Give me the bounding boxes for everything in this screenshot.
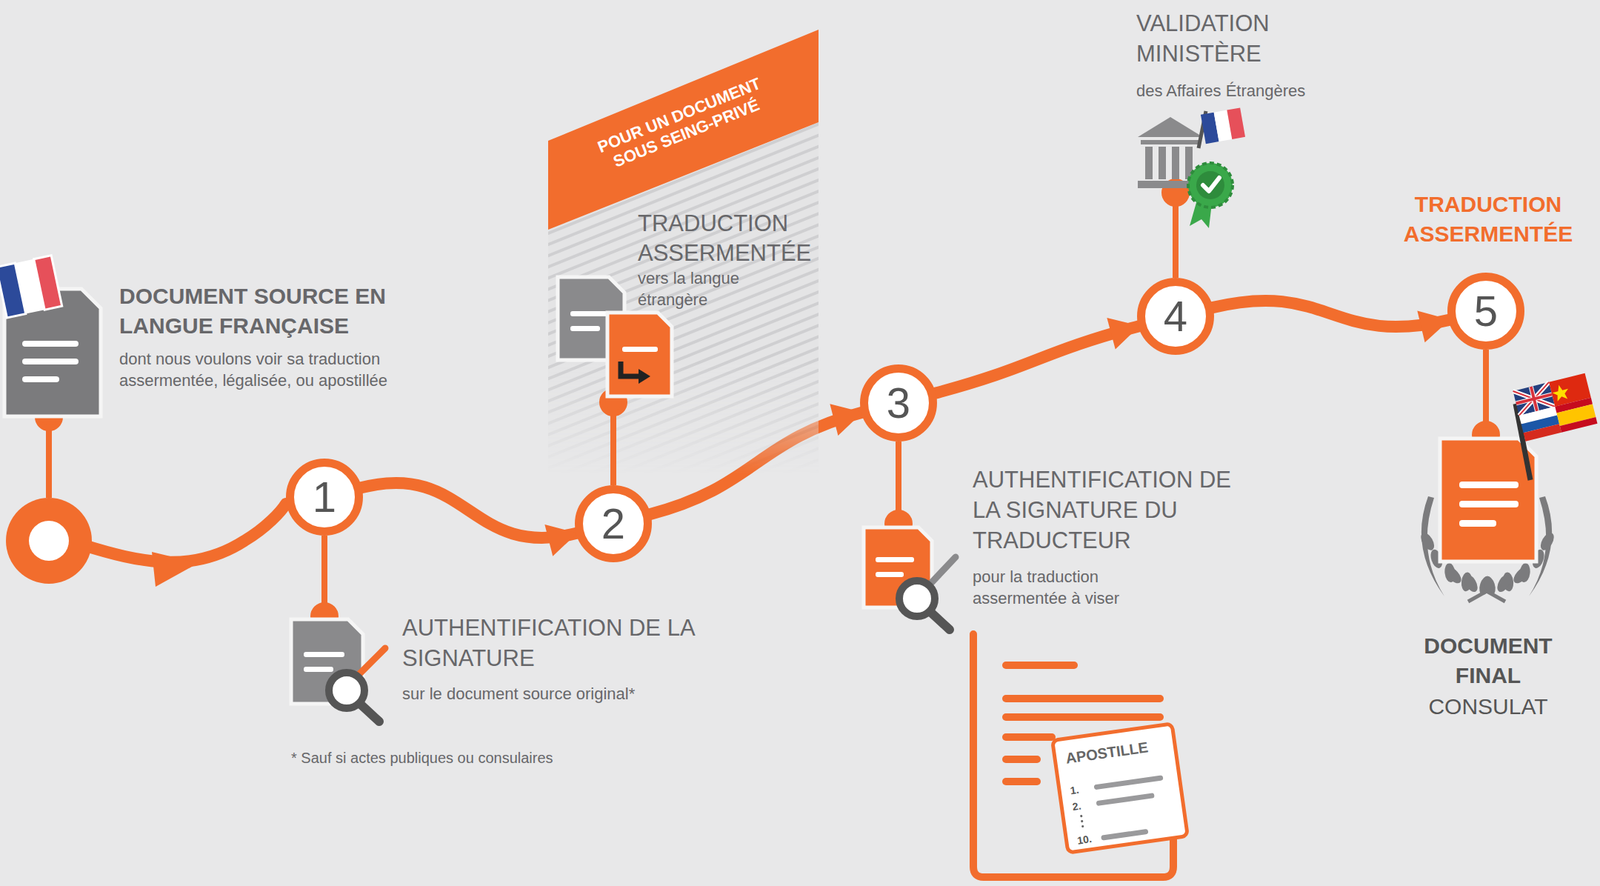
source-document-icon [0, 255, 101, 417]
apostille-card: APOSTILLE 1. 2. 10. [1050, 721, 1190, 855]
final-document-icon [1418, 373, 1598, 602]
step-number: 2 [582, 493, 644, 555]
heading-label: DOCUMENT SOURCE EN LANGUE FRANÇAISE [119, 281, 475, 340]
laurel-leaf [1511, 564, 1532, 586]
laurel-leaf [1461, 571, 1480, 595]
body-label: pour la traduction assermentée à viser [972, 565, 1166, 609]
translator-signature-icon [863, 527, 956, 630]
heading-label: DOCUMENT FINAL [1399, 631, 1578, 690]
step-number: 5 [1455, 280, 1517, 342]
flow-connector [934, 317, 1140, 394]
card-dot [1080, 820, 1084, 823]
banner-fill [548, 29, 819, 230]
card-number: 10. [1076, 832, 1093, 848]
result-label: TRADUCTION ASSERMENTÉE [1384, 189, 1592, 249]
body-label: sur le document source original* [402, 682, 743, 705]
laurel-leaf [1494, 571, 1514, 595]
laurel-leaf [1418, 530, 1438, 553]
flow-connector [360, 482, 578, 557]
step-circle: 5 [1447, 272, 1525, 350]
body-label: dont nous voulons voir sa traduction ass… [119, 348, 431, 392]
laurel-leaf [1443, 564, 1465, 586]
card-dot [1081, 825, 1085, 829]
connector-line [934, 325, 1140, 394]
step-number: 3 [868, 372, 929, 434]
body-label: CONSULAT [1399, 691, 1578, 722]
arrowhead [1417, 310, 1450, 343]
footnote-label: * Sauf si actes publiques ou consulaires [291, 748, 662, 768]
apostille-document [973, 634, 1174, 878]
band-heading: TRADUCTION ASSERMENTÉE [637, 208, 816, 269]
card-bar [1099, 795, 1152, 803]
orange-banner: POUR UN DOCUMENT SOUS SEING-PRIVÉ [548, 29, 819, 230]
step-circle: 2 [574, 485, 652, 563]
flow-connector [1211, 300, 1451, 343]
card-dot [1080, 814, 1083, 818]
heading-label: VALIDATION MINISTÈRE [1136, 8, 1315, 70]
band-body: vers la langue étrangère [637, 268, 779, 311]
card-number: 1. [1069, 783, 1080, 798]
step-circle: 3 [860, 364, 938, 442]
step-number: 4 [1145, 285, 1206, 347]
path-arrowhead [151, 551, 199, 587]
body-label: des Affaires Étrangères [1136, 80, 1374, 102]
connector-line [360, 482, 578, 538]
card-title: APOSTILLE [1064, 737, 1150, 768]
arrowhead [1106, 317, 1140, 350]
start-circle [5, 497, 92, 584]
card-number: 2. [1071, 800, 1083, 815]
connector-line [1211, 300, 1451, 327]
arrowhead [544, 524, 578, 557]
step-circle: 1 [285, 458, 363, 536]
heading-label: AUTHENTIFICATION DE LA SIGNATURE DU TRAD… [972, 465, 1255, 557]
translation-docs-icon [557, 277, 672, 397]
leader-lines [37, 181, 1498, 628]
card-bar [1096, 777, 1160, 787]
card-bar [1103, 831, 1146, 838]
heading-label: AUTHENTIFICATION DE LA SIGNATURE [402, 613, 714, 675]
path-start [81, 503, 286, 563]
step-circle: 4 [1137, 277, 1215, 355]
hatched-band: TRADUCTION ASSERMENTÉEvers la langue étr… [548, 29, 819, 475]
signature-check-icon [291, 619, 386, 722]
laurel-leaf [1537, 530, 1557, 553]
step-number: 1 [294, 466, 355, 528]
ministry-icon [1137, 107, 1246, 229]
arrowhead [829, 403, 863, 436]
